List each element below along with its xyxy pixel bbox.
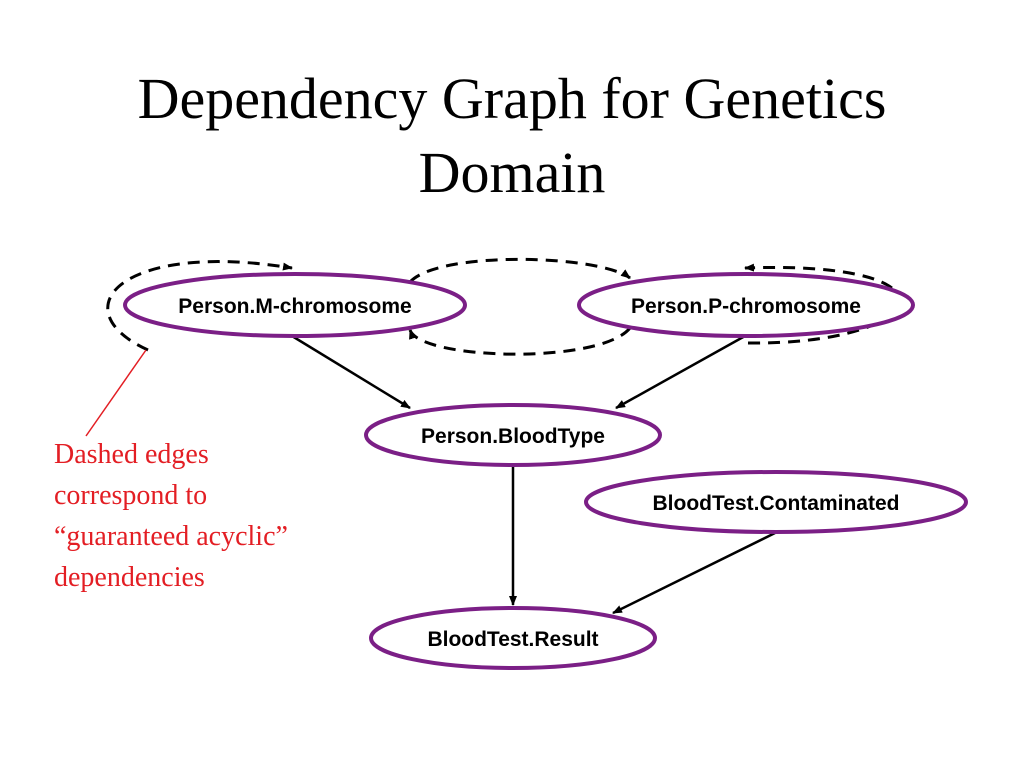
node-contaminated-label: BloodTest.Contaminated [653, 492, 900, 515]
node-blood-type-label: Person.BloodType [421, 425, 605, 448]
node-m-chromosome: Person.M-chromosome [123, 272, 467, 338]
edge-p-to-bloodtype [615, 334, 746, 410]
annotation-line-3: “guaranteed acyclic” [54, 521, 288, 552]
annotation-line-4: dependencies [54, 562, 205, 593]
node-p-chromosome: Person.P-chromosome [577, 272, 915, 338]
edge-contaminated-to-result [612, 531, 776, 615]
dashed-edge-m-self-loop [106, 260, 293, 352]
dashed-edge-m-to-p [408, 257, 631, 284]
node-blood-type: Person.BloodType [364, 403, 662, 467]
node-p-chromosome-label: Person.P-chromosome [631, 295, 861, 318]
annotation-line-2: correspond to [54, 480, 208, 511]
node-m-chromosome-label: Person.M-chromosome [178, 295, 411, 318]
slide-title: Dependency Graph for Genetics Domain [0, 62, 1024, 210]
node-contaminated: BloodTest.Contaminated [584, 470, 968, 534]
dashed-edge-p-to-m [408, 326, 632, 356]
annotation-pointer-line [85, 349, 147, 437]
edge-m-to-bloodtype [291, 334, 411, 410]
title-line-2: Domain [418, 140, 606, 205]
node-result-label: BloodTest.Result [427, 628, 598, 651]
dashed-edges-annotation: Dashed edges correspond to “guaranteed a… [54, 434, 354, 598]
annotation-line-1: Dashed edges [54, 439, 209, 470]
title-line-1: Dependency Graph for Genetics [137, 66, 887, 131]
node-result: BloodTest.Result [369, 606, 657, 670]
